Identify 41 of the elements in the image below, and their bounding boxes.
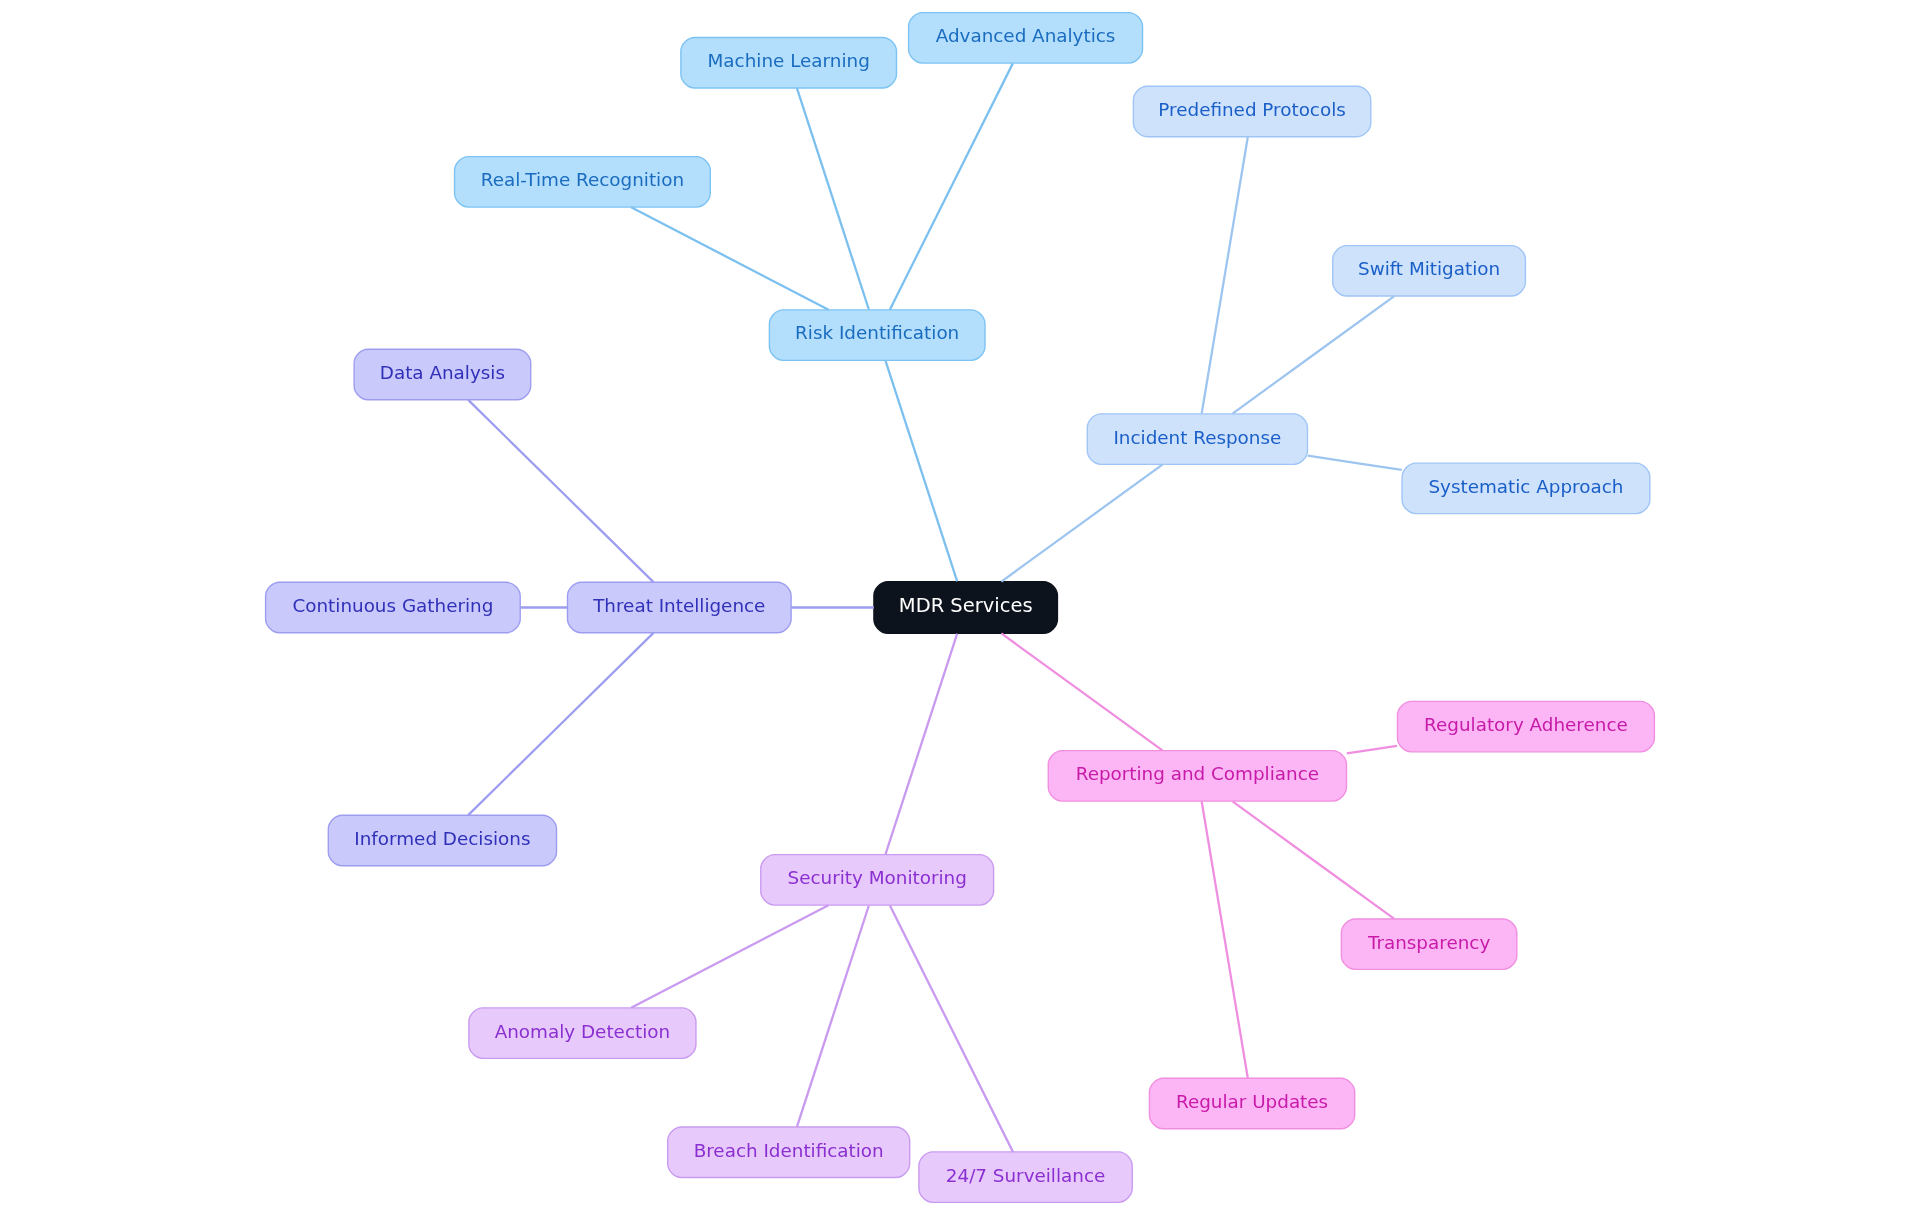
node-box: Anomaly Detection (468, 1007, 697, 1060)
node-box: Transparency (1340, 918, 1518, 971)
node-box: Machine Learning (680, 36, 898, 89)
node-box: Regulatory Adherence (1396, 700, 1656, 753)
connector (467, 399, 655, 583)
node-box: Advanced Analytics (907, 11, 1144, 64)
connector (1307, 454, 1402, 471)
node-box: Real-Time Recognition (453, 155, 711, 208)
node-box: Informed Decisions (327, 814, 558, 867)
connector (1231, 295, 1395, 415)
connector (884, 633, 959, 855)
connector (795, 905, 870, 1128)
node-box: Swift Mitigation (1332, 244, 1527, 297)
connector (1000, 632, 1164, 752)
connector (520, 606, 568, 609)
node-box: Regular Updates (1148, 1077, 1356, 1130)
node-box: Predefined Protocols (1132, 85, 1372, 138)
node-box: Systematic Approach (1401, 462, 1651, 515)
node-box: MDR Services (873, 581, 1059, 634)
connector (1200, 801, 1249, 1079)
connector (1231, 800, 1395, 920)
connector (630, 206, 830, 311)
connector (1000, 463, 1164, 583)
connector (630, 904, 830, 1009)
node-box: Reporting and Compliance (1047, 749, 1348, 802)
node-box: 24/7 Surveillance (918, 1151, 1133, 1204)
node-box: Threat Intelligence (566, 581, 792, 634)
node-box: Continuous Gathering (264, 581, 521, 634)
node-box: Risk Identification (768, 309, 986, 362)
connector (1200, 136, 1249, 414)
node-box: Incident Response (1086, 413, 1309, 466)
node-box: Data Analysis (353, 348, 532, 401)
node-box: Breach Identification (667, 1126, 911, 1179)
connector (888, 904, 1014, 1153)
connector (1346, 744, 1398, 755)
connector (467, 632, 655, 816)
connector (888, 62, 1014, 311)
node-box: Security Monitoring (760, 853, 995, 906)
connector (884, 360, 959, 582)
connector (791, 606, 874, 609)
connector (795, 87, 870, 310)
